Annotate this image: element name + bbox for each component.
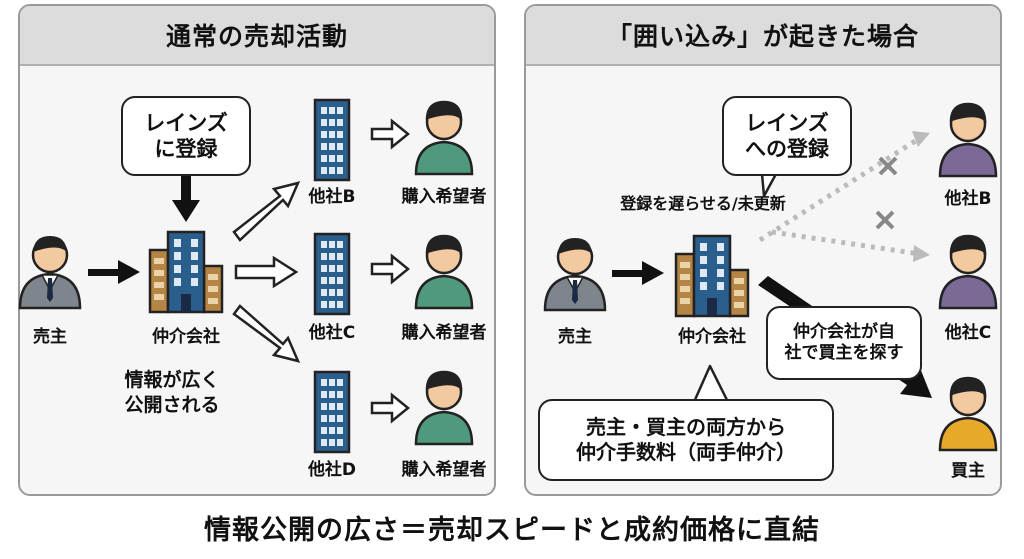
cross-mark-b-icon (878, 156, 898, 176)
fee-bubble-tail (692, 364, 730, 404)
reins-bubble-line1: レインズ (144, 110, 228, 135)
reins-registration-bubble: レインズ に登録 (121, 96, 251, 176)
buyer-icon (938, 376, 998, 452)
right-reins-bubble-line1: レインズ (745, 110, 829, 135)
reins-down-arrow (172, 175, 200, 222)
public-info-note-line1: 情報が広く (124, 369, 220, 391)
conclusion-caption: 情報公開の広さ＝売却スピードと成約価格に直結 (204, 515, 820, 546)
right-seller-icon (543, 236, 607, 312)
agency-to-company-d-arrow (232, 304, 301, 363)
right-seller-to-agency-arrow (612, 261, 664, 285)
company-d-building-icon (313, 370, 351, 454)
cross-mark-c-icon (875, 210, 895, 230)
reins-bubble-line2: に登録 (154, 137, 218, 161)
delay-registration-text: 登録を遅らせる/未更新 (620, 194, 786, 213)
right-reins-bubble-line2: への登録 (745, 137, 829, 161)
prospective-buyer-b-label: 購入希望者 (401, 187, 487, 207)
right-company-b-label: 他社B (944, 189, 992, 209)
blocked-line-to-company-c (771, 229, 921, 257)
company-b-label: 他社B (308, 187, 356, 207)
enclosure-title: 「囲い込み」が起きた場合 (526, 6, 1000, 66)
public-info-note-line2: 公開される (124, 393, 220, 416)
buyer-label: 買主 (951, 461, 985, 481)
double-fee-bubble-line2: 仲介手数料（両手仲介） (576, 440, 796, 464)
agency-label: 仲介会社 (152, 327, 220, 347)
seller-label: 売主 (33, 327, 67, 347)
seller-to-agency-arrow (88, 260, 140, 284)
company-c-label: 他社C (308, 323, 356, 343)
right-company-b-person-icon (938, 102, 998, 178)
prospective-buyer-d-label: 購入希望者 (401, 460, 487, 480)
seller-icon (18, 234, 82, 310)
normal-sale-panel: 通常の売却活動 (18, 4, 496, 496)
company-b-building-icon (313, 98, 351, 182)
self-search-bubble: 仲介会社が自 社で買主を探す (766, 306, 922, 380)
right-seller-label: 売主 (558, 327, 592, 347)
right-agency-building-icon (674, 234, 750, 318)
double-fee-bubble-line1: 売主・買主の両方から (586, 415, 786, 439)
company-d-to-buyer-arrow (370, 392, 410, 424)
self-search-bubble-line1: 仲介会社が自 (793, 321, 895, 342)
prospective-buyer-d-icon (414, 370, 474, 446)
prospective-buyer-c-label: 購入希望者 (401, 323, 487, 343)
right-agency-label: 仲介会社 (678, 327, 746, 347)
company-c-to-buyer-arrow (370, 253, 410, 285)
self-search-bubble-line2: 社で買主を探す (784, 343, 904, 363)
double-fee-bubble: 売主・買主の両方から 仲介手数料（両手仲介） (538, 399, 834, 481)
prospective-buyer-c-icon (414, 234, 474, 310)
agency-to-company-c-arrow (234, 255, 299, 289)
right-company-c-label: 他社C (944, 323, 992, 343)
right-reins-bubble: レインズ への登録 (722, 96, 852, 176)
company-d-label: 他社D (307, 460, 357, 480)
blocked-line-to-company-b (758, 135, 922, 243)
agency-to-company-b-arrow (232, 181, 301, 242)
normal-sale-title: 通常の売却活動 (20, 6, 494, 66)
prospective-buyer-b-icon (414, 100, 474, 176)
agency-building-icon (148, 230, 224, 314)
public-info-note: 情報が広く 公開される (92, 368, 252, 417)
company-c-building-icon (313, 232, 351, 316)
company-b-to-buyer-arrow (370, 118, 410, 150)
right-company-c-person-icon (938, 234, 998, 310)
